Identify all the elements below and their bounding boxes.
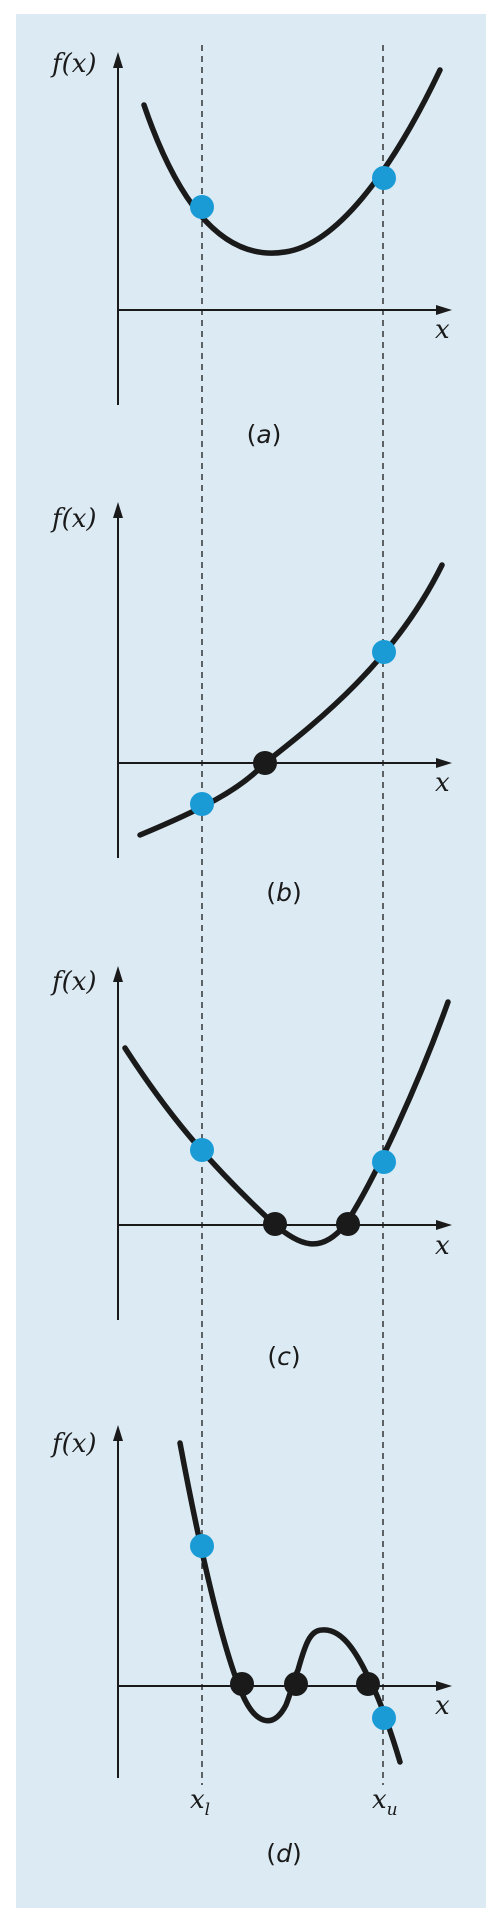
panel-c-endpoint-xu (372, 1150, 396, 1174)
panel-c-endpoint-xl (190, 1138, 214, 1162)
panel-a-x-label: x (435, 315, 450, 345)
panel-d-root-3 (356, 1672, 380, 1696)
panel-d-x-label: x (435, 1691, 450, 1721)
xu-label: xu (372, 1785, 398, 1820)
panel-b-y-label: f(x) (50, 504, 97, 534)
panel-a: f(x) x (a) (50, 49, 452, 449)
panel-c-x-label: x (435, 1231, 450, 1261)
panel-d-root-1 (230, 1672, 254, 1696)
panel-b-y-arrow (113, 502, 123, 518)
panel-b: f(x) x (b) (50, 502, 452, 907)
panel-c-root-2 (336, 1212, 360, 1236)
panel-c: f(x) x (c) (50, 966, 452, 1371)
panel-b-endpoint-xl (190, 792, 214, 816)
panel-a-curve (141, 67, 443, 256)
panel-a-y-arrow (113, 52, 123, 68)
panel-a-endpoint-xu (372, 166, 396, 190)
panel-a-x-arrow (436, 305, 452, 315)
panel-d-root-2 (284, 1672, 308, 1696)
panel-a-caption: (a) (247, 420, 282, 449)
panel-d-x-arrow (436, 1681, 452, 1691)
panel-b-root-1 (253, 751, 277, 775)
panel-c-y-label: f(x) (50, 967, 97, 997)
figure-background (16, 14, 486, 1908)
panel-d-endpoint-xu (372, 1706, 396, 1730)
panel-b-x-label: x (435, 768, 450, 798)
panel-c-root-1 (263, 1212, 287, 1236)
panel-a-y-label: f(x) (50, 49, 97, 79)
xl-label: xl (190, 1785, 210, 1820)
panel-b-caption: (b) (266, 878, 301, 907)
panel-d-y-label: f(x) (50, 1429, 97, 1459)
panel-d-endpoint-xl (190, 1534, 214, 1558)
panel-c-y-arrow (113, 966, 123, 982)
panel-a-endpoint-xl (190, 195, 214, 219)
panel-c-caption: (c) (267, 1342, 300, 1371)
panel-b-x-arrow (436, 758, 452, 768)
panel-d: f(x) x xl xu (d) (50, 1425, 452, 1868)
panel-c-curve (122, 999, 451, 1247)
panel-c-x-arrow (436, 1220, 452, 1230)
panel-b-endpoint-xu (372, 640, 396, 664)
panel-d-caption: (d) (266, 1839, 301, 1868)
panel-d-y-arrow (113, 1425, 123, 1441)
